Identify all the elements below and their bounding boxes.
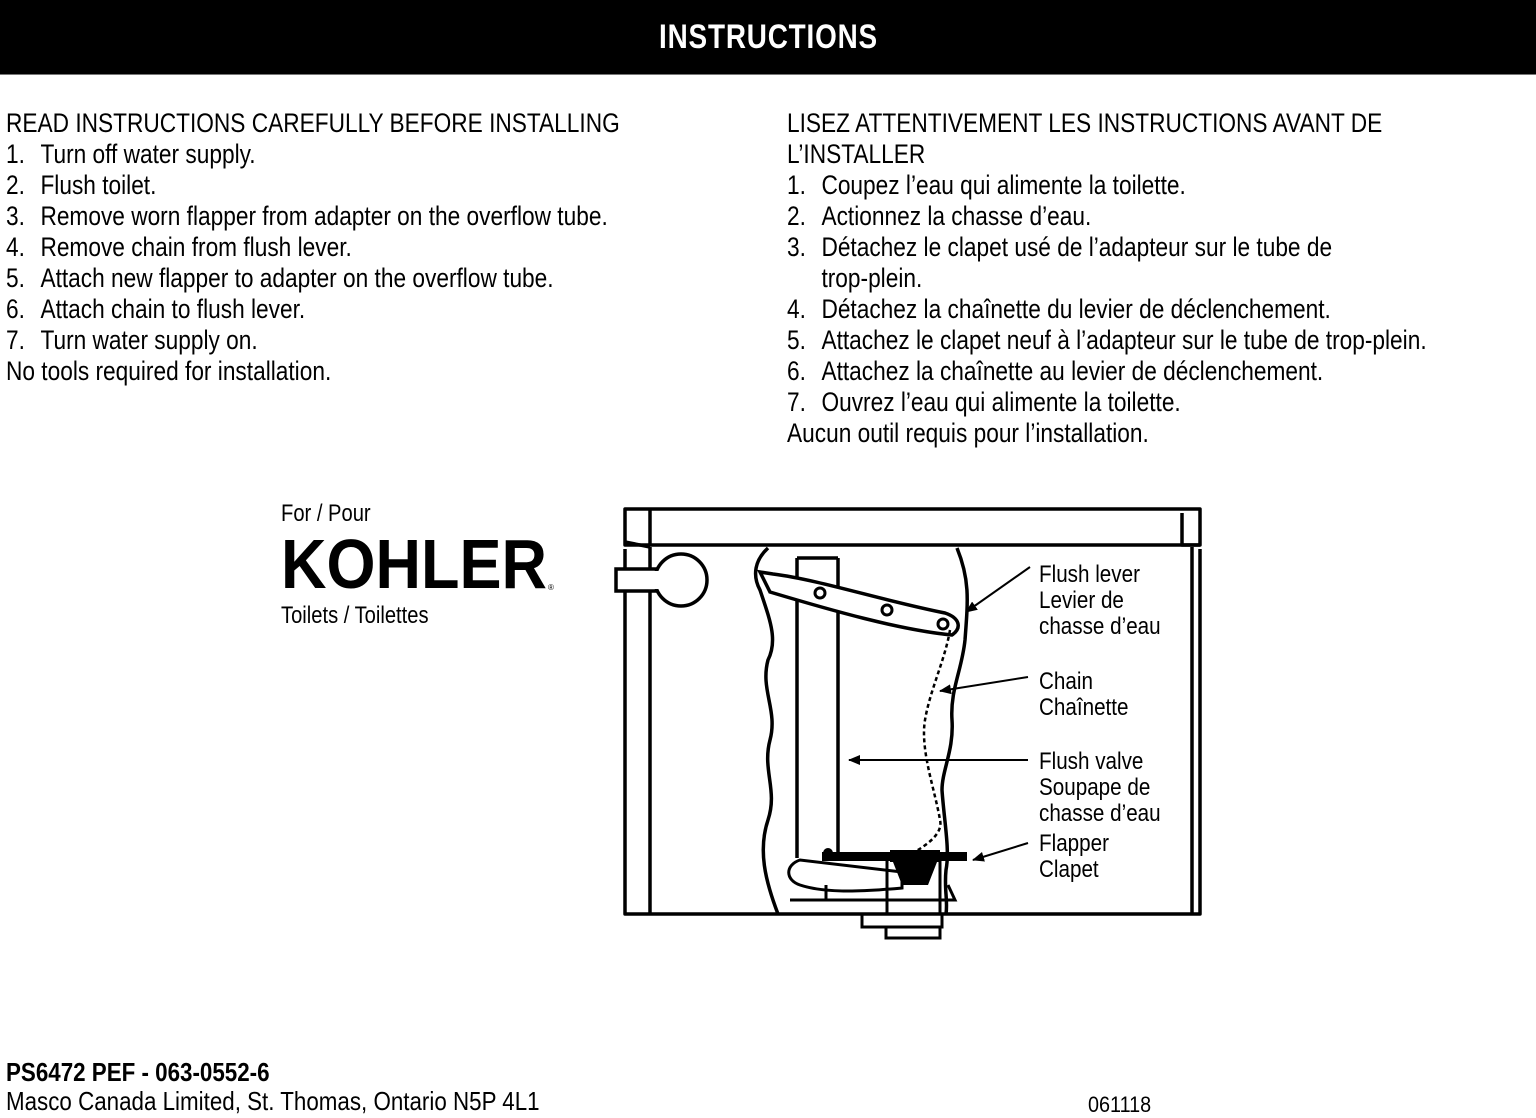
product-label: Toilets / Toilettes <box>281 602 429 629</box>
kohler-logo: KOHLER ® <box>281 534 554 594</box>
step-text: Remove chain from flush lever. <box>40 232 352 262</box>
step-text: Attachez la chaînette au levier de décle… <box>821 356 1324 386</box>
toilet-tank-diagram <box>614 507 1202 940</box>
french-step: 2.Actionnez la chasse d’eau. <box>787 201 1092 231</box>
callout-flush-lever: Flush lever Levier de chasse d’eau <box>1039 561 1161 640</box>
french-step: 6.Attachez la chaînette au levier de déc… <box>787 356 1324 386</box>
chain-icon <box>904 629 952 860</box>
step-text: Détachez la chaînette du levier de décle… <box>821 294 1331 324</box>
cutaway-outline <box>753 546 969 915</box>
french-heading-line1: LISEZ ATTENTIVEMENT LES INSTRUCTIONS AVA… <box>787 108 1383 138</box>
english-step: 5.Attach new flapper to adapter on the o… <box>6 263 554 293</box>
callout-flush-valve: Flush valve Soupape de chasse d’eau <box>1039 748 1161 827</box>
english-step: 6.Attach chain to flush lever. <box>6 294 306 324</box>
english-heading: READ INSTRUCTIONS CAREFULLY BEFORE INSTA… <box>6 108 620 138</box>
french-step: 4.Détachez la chaînette du levier de déc… <box>787 294 1331 324</box>
step-text: Coupez l’eau qui alimente la toilette. <box>821 170 1186 200</box>
valve-base <box>790 858 958 940</box>
french-step: 3.Détachez le clapet usé de l’adapteur s… <box>787 232 1333 262</box>
callout-flapper: Flapper Clapet <box>1039 830 1109 883</box>
french-note: Aucun outil requis pour l’installation. <box>787 418 1149 448</box>
step-text: Attach new flapper to adapter on the ove… <box>40 263 554 293</box>
step-text: Ouvrez l’eau qui alimente la toilette. <box>821 387 1181 417</box>
french-heading-line2: L’INSTALLER <box>787 139 926 169</box>
english-step: 7.Turn water supply on. <box>6 325 258 355</box>
english-step: 4.Remove chain from flush lever. <box>6 232 352 262</box>
french-instructions: LISEZ ATTENTIVEMENT LES INSTRUCTIONS AVA… <box>787 108 1536 449</box>
flush-lever-icon <box>756 569 960 637</box>
header-bar: INSTRUCTIONS <box>0 0 1536 75</box>
callout-chain: Chain Chaînette <box>1039 668 1129 721</box>
english-step: 2.Flush toilet. <box>6 170 157 200</box>
registered-mark: ® <box>548 583 554 592</box>
handle-icon <box>614 552 709 608</box>
for-label: For / Pour <box>281 500 371 527</box>
french-step: 1.Coupez l’eau qui alimente la toilette. <box>787 170 1186 200</box>
english-step: 1.Turn off water supply. <box>6 139 256 169</box>
callout-arrows <box>848 566 1031 862</box>
step-text: Attachez le clapet neuf à l’adapteur sur… <box>821 325 1427 355</box>
english-instructions: READ INSTRUCTIONS CAREFULLY BEFORE INSTA… <box>6 108 766 387</box>
brand-block: For / Pour KOHLER ® Toilets / Toilettes <box>281 500 557 630</box>
french-step: 5.Attachez le clapet neuf à l’adapteur s… <box>787 325 1427 355</box>
manufacturer-address: Masco Canada Limited, St. Thomas, Ontari… <box>6 1086 540 1116</box>
french-step: 7.Ouvrez l’eau qui alimente la toilette. <box>787 387 1181 417</box>
english-step: 3.Remove worn flapper from adapter on th… <box>6 201 608 231</box>
step-text: Détachez le clapet usé de l’adapteur sur… <box>821 232 1333 262</box>
step-text: Turn water supply on. <box>40 325 258 355</box>
page-title: INSTRUCTIONS <box>658 17 878 56</box>
english-note: No tools required for installation. <box>6 356 332 386</box>
step-text: Remove worn flapper from adapter on the … <box>40 201 608 231</box>
step-text-continuation: trop-plein. <box>821 263 923 293</box>
step-text: Turn off water supply. <box>40 139 256 169</box>
step-text: Flush toilet. <box>40 170 157 200</box>
flapper-icon <box>787 848 967 893</box>
date-code: 061118 <box>1088 1092 1152 1117</box>
step-text: Actionnez la chasse d’eau. <box>821 201 1092 231</box>
logo-text: KOHLER <box>281 534 547 594</box>
part-code: PS6472 PEF - 063-0552-6 <box>6 1057 270 1087</box>
step-text: Attach chain to flush lever. <box>40 294 306 324</box>
